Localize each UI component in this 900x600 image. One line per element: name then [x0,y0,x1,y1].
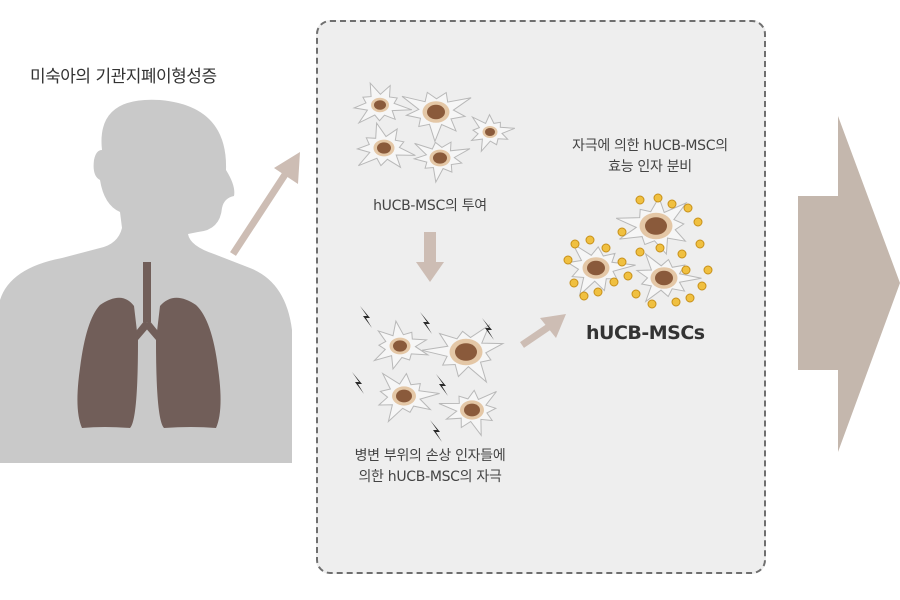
efficacy-factors [563,193,713,309]
cell-nucleus [377,142,391,154]
factor-dot [609,277,619,287]
factor-dot [579,291,589,301]
factor-dot [667,199,677,209]
factor-dot [631,289,641,299]
cell-nucleus [655,270,673,286]
cell-nucleus [374,100,386,110]
factor-dot [570,239,580,249]
factor-dot [563,255,573,265]
injected-cells [352,81,515,184]
diagram-title: 미숙아의 기관지폐이형성증 [30,67,217,87]
cell-nucleus [396,389,412,403]
factor-dot [703,265,713,275]
lightning-icon [352,372,364,394]
cell-nucleus [464,403,480,417]
factor-dot [681,265,691,275]
lightning-icon [430,420,442,442]
cell-nucleus [393,340,407,352]
factor-dot [569,278,579,288]
arrow-to-secretion [520,314,566,348]
factor-dot [671,297,681,307]
arrow-down [416,232,444,282]
big-right-arrow [798,116,900,452]
lightning-icon [360,306,372,328]
secretion-label-line2: 효능 인자 분비 [608,159,692,175]
injection-label: hUCB-MSC의 투여 [373,198,487,214]
cell-nucleus [587,260,605,276]
damage-factor-icons [352,306,494,442]
arrow-to-treatment [230,152,300,256]
cell-nucleus [427,104,445,120]
stimulus-label: 병변 부위의 손상 인자들에 의한 hUCB-MSC의 자극 [330,446,530,488]
factor-dot [655,243,665,253]
factor-dot [601,243,611,253]
secretion-label-line1: 자극에 의한 hUCB-MSC의 [572,138,728,154]
factor-dot [593,287,603,297]
factor-dot [693,217,703,227]
stimulus-label-line1: 병변 부위의 손상 인자들에 [354,448,506,464]
factor-dot [697,281,707,291]
factor-dot [695,239,705,249]
factor-dot [683,203,693,213]
factor-dot [617,257,627,267]
stimulated-cells [372,319,505,437]
lightning-icon [482,318,494,340]
cell-nucleus [455,343,477,361]
factor-dot [623,271,633,281]
factor-dot [677,249,687,259]
factor-dot [635,195,645,205]
cells-label: hUCB-MSCs [586,322,705,344]
factor-dot [653,193,663,203]
lightning-icon [420,312,432,334]
factor-dot [585,235,595,245]
factor-dot [617,227,627,237]
stimulus-label-line2: 의한 hUCB-MSC의 자극 [358,469,502,485]
secretion-label: 자극에 의한 hUCB-MSC의 효능 인자 분비 [540,136,760,178]
factor-dot [685,293,695,303]
factor-dot [635,247,645,257]
factor-dot [647,299,657,309]
cell-nucleus [433,152,447,164]
secreting-cells [566,196,702,303]
lungs [77,262,221,428]
lightning-icon [436,374,448,396]
cell-nucleus [645,217,667,235]
cell-nucleus [485,128,495,136]
